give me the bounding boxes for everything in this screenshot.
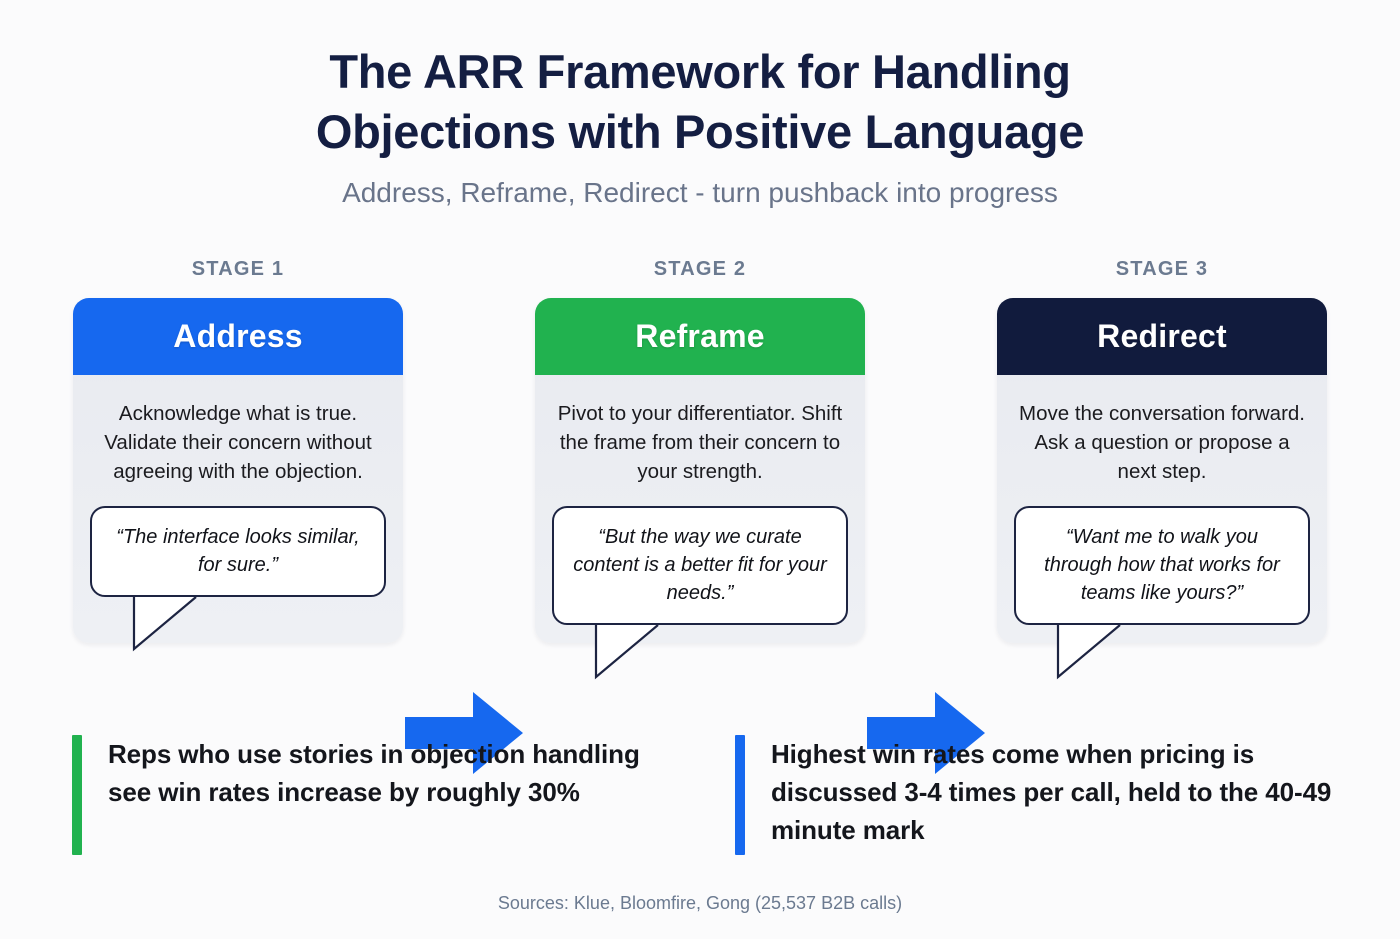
quote-bubble-3: “Want me to walk you through how that wo… bbox=[1014, 506, 1310, 625]
card-body-3: Move the conversation forward. Ask a que… bbox=[997, 375, 1327, 680]
page-title: The ARR Framework for Handling Objection… bbox=[220, 42, 1180, 162]
card-header-3: Redirect bbox=[997, 298, 1327, 375]
page-subtitle: Address, Reframe, Redirect - turn pushba… bbox=[342, 177, 1058, 208]
quote-bubble-2: “But the way we curate content is a bett… bbox=[552, 506, 848, 625]
quote-text-2: “But the way we curate content is a bett… bbox=[573, 526, 827, 604]
card-header-2: Reframe bbox=[535, 298, 865, 375]
stage-label-3: STAGE 3 bbox=[1115, 258, 1209, 280]
stage-card-redirect: STAGE 3 Redirect Move the conversation f… bbox=[997, 258, 1327, 680]
stage-card-reframe: STAGE 2 Reframe Pivot to your differenti… bbox=[535, 258, 865, 680]
card-1: Address Acknowledge what is true. Valida… bbox=[73, 298, 403, 652]
quote-bubble-wrap-2: “But the way we curate content is a bett… bbox=[552, 506, 848, 680]
page-title-line-2: Objections with Positive Language bbox=[315, 105, 1085, 158]
card-body-1: Acknowledge what is true. Validate their… bbox=[73, 375, 403, 652]
page-header: The ARR Framework for Handling Objection… bbox=[0, 42, 1400, 210]
card-description-2: Pivot to your differentiator. Shift the … bbox=[557, 402, 843, 483]
stage-card-address: STAGE 1 Address Acknowledge what is true… bbox=[73, 258, 403, 652]
quote-bubble-1: “The interface looks similar, for sure.” bbox=[90, 506, 386, 597]
stat-accent-bar-1 bbox=[72, 735, 82, 855]
card-body-2: Pivot to your differentiator. Shift the … bbox=[535, 375, 865, 680]
card-description-3: Move the conversation forward. Ask a que… bbox=[1019, 402, 1305, 483]
speech-bubble-tail-icon-1 bbox=[132, 595, 197, 652]
quote-bubble-wrap-1: “The interface looks similar, for sure.” bbox=[90, 506, 386, 652]
page-title-line-1: The ARR Framework for Handling bbox=[329, 45, 1071, 98]
stat-text-1: Reps who use stories in objection handli… bbox=[108, 739, 640, 807]
stat-callout-2: Highest win rates come when pricing is d… bbox=[735, 735, 1355, 855]
stage-row: STAGE 1 Address Acknowledge what is true… bbox=[0, 258, 1400, 774]
stat-callout-row: Reps who use stories in objection handli… bbox=[0, 735, 1400, 865]
stat-accent-bar-2 bbox=[735, 735, 745, 855]
card-2: Reframe Pivot to your differentiator. Sh… bbox=[535, 298, 865, 680]
speech-bubble-tail-icon-3 bbox=[1056, 623, 1121, 680]
stat-callout-1: Reps who use stories in objection handli… bbox=[72, 735, 672, 855]
stat-text-2: Highest win rates come when pricing is d… bbox=[771, 739, 1332, 845]
stage-label-1: STAGE 1 bbox=[191, 258, 285, 280]
card-3: Redirect Move the conversation forward. … bbox=[997, 298, 1327, 680]
sources-footer: Sources: Klue, Bloomfire, Gong (25,537 B… bbox=[497, 893, 903, 913]
arrow-right-icon-2 bbox=[867, 692, 985, 774]
stage-label-2: STAGE 2 bbox=[653, 258, 747, 280]
quote-text-3: “Want me to walk you through how that wo… bbox=[1044, 526, 1280, 604]
arrow-right-icon-1 bbox=[405, 692, 523, 774]
card-header-1: Address bbox=[73, 298, 403, 375]
speech-bubble-tail-icon-2 bbox=[594, 623, 659, 680]
quote-bubble-wrap-3: “Want me to walk you through how that wo… bbox=[1014, 506, 1310, 680]
quote-text-1: “The interface looks similar, for sure.” bbox=[116, 526, 360, 576]
card-description-1: Acknowledge what is true. Validate their… bbox=[104, 402, 372, 483]
